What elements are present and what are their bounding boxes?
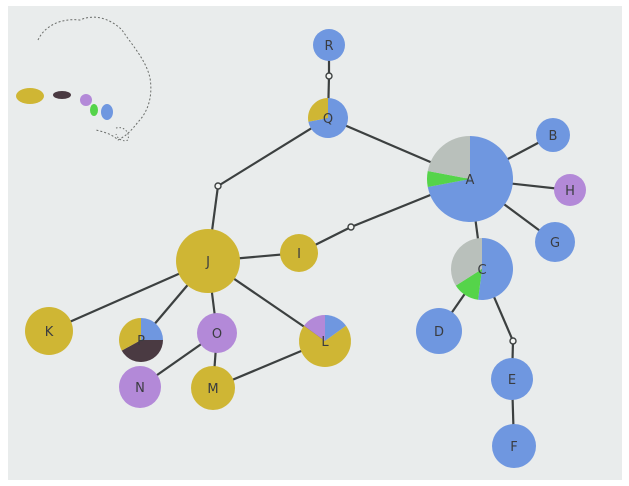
node-P-slice-dark [121,340,163,363]
median-vertices [214,72,517,345]
node-P-label: P [137,334,145,349]
median-vertex [347,223,355,231]
node-J-fill [176,229,240,293]
median-vertex [214,182,222,190]
node-A-slice-blue [427,136,513,222]
node-F-fill [492,424,536,468]
node-Q: Q [308,98,348,138]
node-F-label: F [510,440,517,455]
node-H-fill [554,174,586,206]
legend-swatch-blue [101,104,113,120]
node-B-fill [536,118,570,152]
node-C: C [450,238,513,300]
map-inset [16,16,152,142]
node-M: M [191,366,235,410]
nodes: R Q A B H G C D E F I J K P O N M L [25,29,586,468]
node-I: I [280,234,318,272]
node-C-slice-gray [450,238,482,286]
node-N-fill [119,366,161,408]
node-L-slice-purple [303,315,325,341]
node-L-label: L [321,335,329,350]
australia-map-outline [37,16,152,141]
node-K-fill [25,307,73,355]
node-R: R [313,29,345,61]
node-A-slice-green [427,170,470,188]
node-G-label: G [550,236,560,251]
node-O: O [197,313,237,353]
node-A-slice-gray [427,136,470,179]
node-I-label: I [297,247,301,262]
node-D-fill [416,308,462,354]
legend-swatch-green [90,104,98,116]
node-N: N [119,366,161,408]
node-L: L [299,315,351,368]
node-C-label: C [477,263,486,278]
node-L-slice-blue [325,315,347,341]
node-E-fill [491,358,533,400]
median-vertex [509,337,517,345]
node-M-label: M [207,382,218,397]
node-Q-slice-yellow [308,98,328,122]
node-O-label: O [212,327,222,342]
node-D-label: D [434,325,444,340]
node-H: H [554,174,586,206]
node-C-slice-blue [478,238,513,300]
node-E-label: E [508,373,516,388]
node-K-label: K [45,325,54,340]
node-G: G [535,222,575,262]
node-F: F [492,424,536,468]
node-A-label: A [466,173,475,188]
legend-swatch-dark [53,91,71,99]
node-P-slice-yellow [119,318,141,351]
node-J: J [176,229,240,293]
node-L-slice-yellow [299,325,351,368]
node-A: A [427,136,513,222]
node-E: E [491,358,533,400]
node-O-fill [197,313,237,353]
node-P-slice-blue [141,318,163,340]
node-D: D [416,308,462,354]
median-vertex [325,72,333,80]
node-N-label: N [135,381,145,396]
node-R-label: R [324,39,333,54]
legend-swatch-yellow [16,88,44,104]
node-Q-label: Q [323,112,333,127]
node-P: P [119,318,163,363]
node-Q-slice-blue [308,98,348,138]
node-R-fill [313,29,345,61]
edge-Q-v2 [217,117,329,187]
node-M-fill [191,366,235,410]
node-G-fill [535,222,575,262]
node-J-label: J [205,255,210,270]
color-legend [16,88,113,120]
node-K: K [25,307,73,355]
node-C-slice-green [455,269,482,300]
legend-swatch-purple [80,94,92,106]
node-B-label: B [549,129,558,144]
node-I-fill [280,234,318,272]
node-B: B [536,118,570,152]
node-H-label: H [565,184,575,199]
